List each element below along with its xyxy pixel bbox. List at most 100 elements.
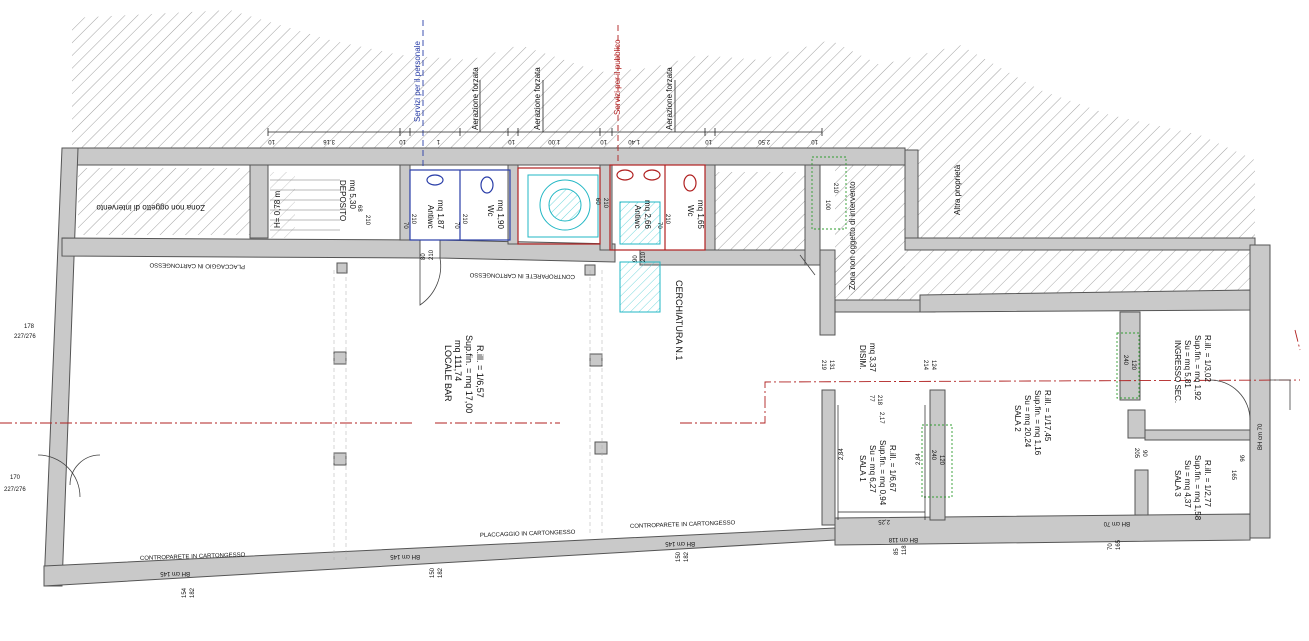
bh-145-c: BH cm 145 [665,540,695,546]
w-70-top: 70 [1108,543,1114,550]
d-219-top: 219 [820,360,826,371]
forced-ventilation-label-2: Aerazione forzata [533,67,542,130]
d-120b-top: 120 [938,455,944,466]
d-219-bot: 131 [828,360,834,371]
walls [43,147,1271,587]
zona-non-oggetto-label-1: Zona non oggetto di intervento [96,203,205,212]
d-120b-bot: 240 [930,450,936,461]
forced-ventilation-label-1: Aerazione forzata [471,67,480,130]
ingresso-sec-name: INGRESSO SEC. [1173,340,1182,403]
d-165-top: 165 [1230,470,1236,481]
dim-316: 3.16 [323,138,335,144]
d-90-bot: 210 [641,251,647,262]
w-154-top: 154 [182,587,188,598]
d-165-bot: 96 [1238,455,1244,462]
locale-bar-area: mq 111,74 [453,340,463,381]
staff-services-outline [409,20,511,241]
staff-services-label: Servizi per il personale [413,41,422,122]
controparete-top-note: CONTROPARETE IN CARTONGESSO [469,271,575,279]
d-80-top: 80 [421,253,427,260]
antiwc-2-name: Antiwc [633,205,642,229]
d-80-bot: 210 [429,249,435,260]
controparete-bottom-note-2: CONTROPARETE IN CARTONGESSO [630,520,736,530]
ingresso-sec-label: INGRESSO SEC. Su = mq 5,81 Sup.fin. = mq… [1173,335,1212,403]
wc-1-area: mq 1,90 [496,200,505,229]
sala-3-label: SALA 3 Su = mq 4,37 Sup.fin. = mq 1,58 R… [1173,455,1212,521]
deposito-stairs [270,179,340,231]
d-60-top: 60 [594,198,600,205]
deposito-area: mq 5,30 [348,180,357,209]
locale-bar-rill: R.ill. = 1/6,57 [475,345,485,398]
cerchiatura-label: CERCHIATURA N.1 [674,280,684,360]
sala-1-dims [837,405,926,520]
d-70c-top: 70 [656,222,662,229]
d-60-bot: 210 [602,198,608,209]
dim-10d: 10 [705,138,712,144]
d-214-bot: 124 [930,360,936,371]
d-205-top: 205 [1133,448,1139,459]
disim-name: DISIM. [858,345,867,369]
sala-3-rill: R.ill. = 1/2,77 [1203,460,1212,507]
d-68-top: 68 [356,205,362,212]
sala-2-label: SALA 2 Su = mq 20,24 Sup.fin. = mq 1,16 … [1013,390,1052,456]
w-150b-bot: 182 [684,551,690,562]
deposito-name: DEPOSITO [338,180,347,221]
antiwc-1-name: Antiwc [426,205,435,229]
antiwc-2-area: mq 2,66 [643,200,652,229]
door-swings [37,254,1291,498]
dim-10b: 10 [508,138,515,144]
bh-118: BH cm 118 [888,536,918,542]
dim-10c: 10 [600,138,607,144]
w-70-bot: 165 [1116,539,1122,550]
bh-145-a: BH cm 145 [160,570,190,576]
sala-2-name: SALA 2 [1013,405,1022,432]
dim-140: 1.40 [628,138,640,144]
dim-225: 2,25 [878,518,890,524]
w-154-bot: 182 [190,587,196,598]
wc-2-area: mq 1,65 [696,200,705,229]
dim-250: 2.50 [758,138,770,144]
sala-2-rill: R.ill. = 1/17,45 [1043,390,1052,442]
dim-10a: 10 [399,138,406,144]
dim-10f: 10 [811,138,818,144]
bh-70: BH cm 70 [1103,520,1130,526]
dim-1: 1 [436,138,440,144]
d-120a-top: 120 [1130,360,1136,371]
d-70b-bot: 210 [461,214,467,225]
ingresso-sec-rill: R.ill. = 1/3,02 [1203,335,1212,382]
sala-3-area: Su = mq 4,37 [1183,460,1192,508]
top-dimension-line [267,80,823,136]
w-150-top: 150 [430,567,436,578]
d-70a-top: 70 [402,222,408,229]
opening-dimensions: 178 227/276 170 227/276 154 182 150 182 … [4,183,1244,598]
win-left-bottom-top: 170 [10,475,21,481]
sala-1-sup: Sup.fin. = mq 0,94 [878,440,887,506]
bh-70-b: BH cm 70 [1258,423,1264,450]
locale-bar-label: LOCALE BAR mq 111,74 Sup.fin. = mq 17,00… [443,335,485,413]
d-70a-bot: 210 [410,214,416,225]
sala-1-rill: R.ill. = 1/6,67 [888,445,897,492]
d-70c-bot: 210 [664,214,670,225]
d-77-top: 77 [868,395,874,402]
w-85-top: 85 [894,548,900,555]
controparete-bottom-note-1: CONTROPARETE IN CARTONGESSO [140,552,246,562]
placcaggio-bottom-note: PLACCAGGIO IN CARTONGESSO [480,530,576,539]
height-label: H= 0,78 m [273,191,282,228]
antiwc-1-area: mq 1,87 [436,200,445,229]
lift-platform [527,174,661,313]
sala-1-name: SALA 1 [858,455,867,482]
d-100-top: 100 [824,200,830,211]
w-150-bot: 182 [438,567,444,578]
d-205-bot: 90 [1141,450,1147,457]
sala-2-sup: Sup.fin. = mq 1,16 [1033,390,1042,456]
green-dashed-openings [811,156,1140,498]
placcaggio-top-note: PLACCAGGIO IN CARTONGESSO [149,261,245,269]
wc-2-name: Wc [686,205,695,217]
d-68-bot: 210 [364,215,370,226]
dim-284b: 2,84 [916,453,922,465]
section-lines [0,329,1301,424]
bh-145-b: BH cm 145 [390,553,420,559]
win-left-top-bot: 227/276 [14,334,36,340]
wc-1-name: Wc [486,205,495,217]
